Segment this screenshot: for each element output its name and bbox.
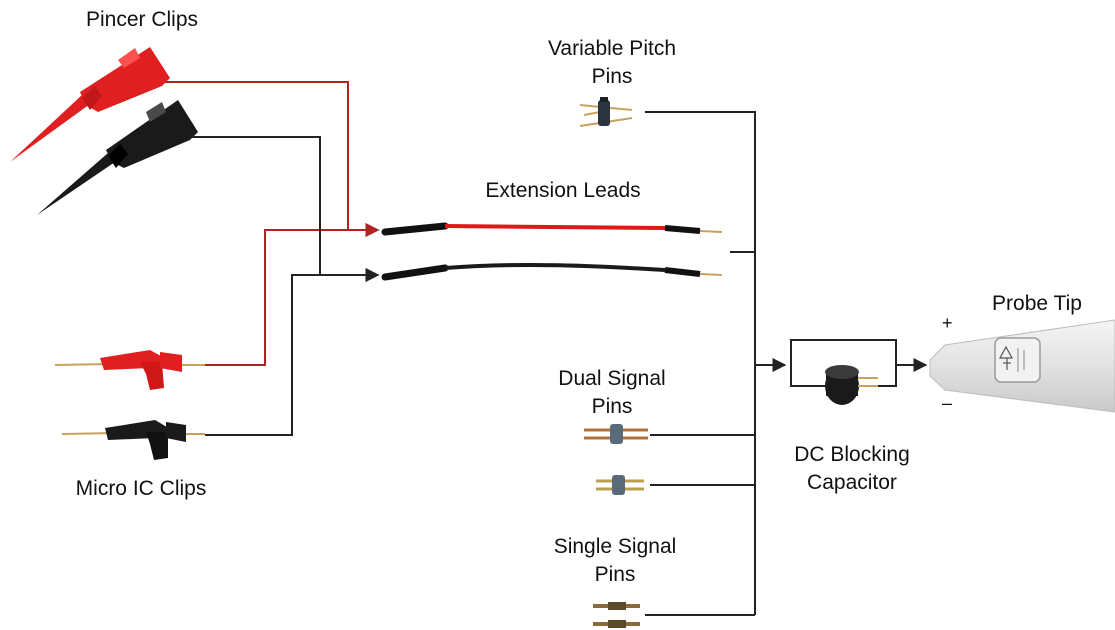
pincer-clips-label: Pincer Clips bbox=[85, 8, 199, 31]
red-micro-clip-connector bbox=[205, 223, 380, 366]
variable-pitch-pins bbox=[579, 97, 633, 127]
micro-ic-clips-label: Micro IC Clips bbox=[75, 477, 207, 500]
dual-signal-pins-2 bbox=[596, 475, 644, 495]
dual-signal-pins-label: Dual Signal Pins bbox=[558, 367, 666, 418]
single-signal-pins bbox=[593, 602, 640, 628]
plus-sign: + bbox=[942, 313, 953, 333]
dc-blocking-capacitor bbox=[825, 365, 878, 405]
black-micro-clip-connector bbox=[205, 268, 380, 436]
black-micro-ic-clip bbox=[61, 420, 205, 460]
probe-tip bbox=[929, 319, 1115, 413]
dual-signal-pins-1 bbox=[584, 424, 648, 444]
red-extension-lead bbox=[381, 222, 723, 236]
red-pincer-connector bbox=[150, 81, 380, 237]
variable-pitch-pins-label: Variable Pitch Pins bbox=[547, 37, 676, 88]
black-extension-lead bbox=[381, 262, 723, 281]
probe-tip-label: Probe Tip bbox=[992, 292, 1082, 315]
variable-pins-connector bbox=[645, 111, 756, 615]
minus-sign: – bbox=[942, 393, 953, 413]
red-micro-ic-clip bbox=[54, 350, 205, 390]
black-pincer-clip bbox=[37, 100, 198, 215]
extension-leads-label: Extension Leads bbox=[485, 179, 641, 202]
dc-blocking-capacitor-label: DC Blocking Capacitor bbox=[794, 443, 910, 494]
red-pincer-clip bbox=[10, 47, 170, 162]
single-signal-pins-label: Single Signal Pins bbox=[553, 535, 677, 586]
